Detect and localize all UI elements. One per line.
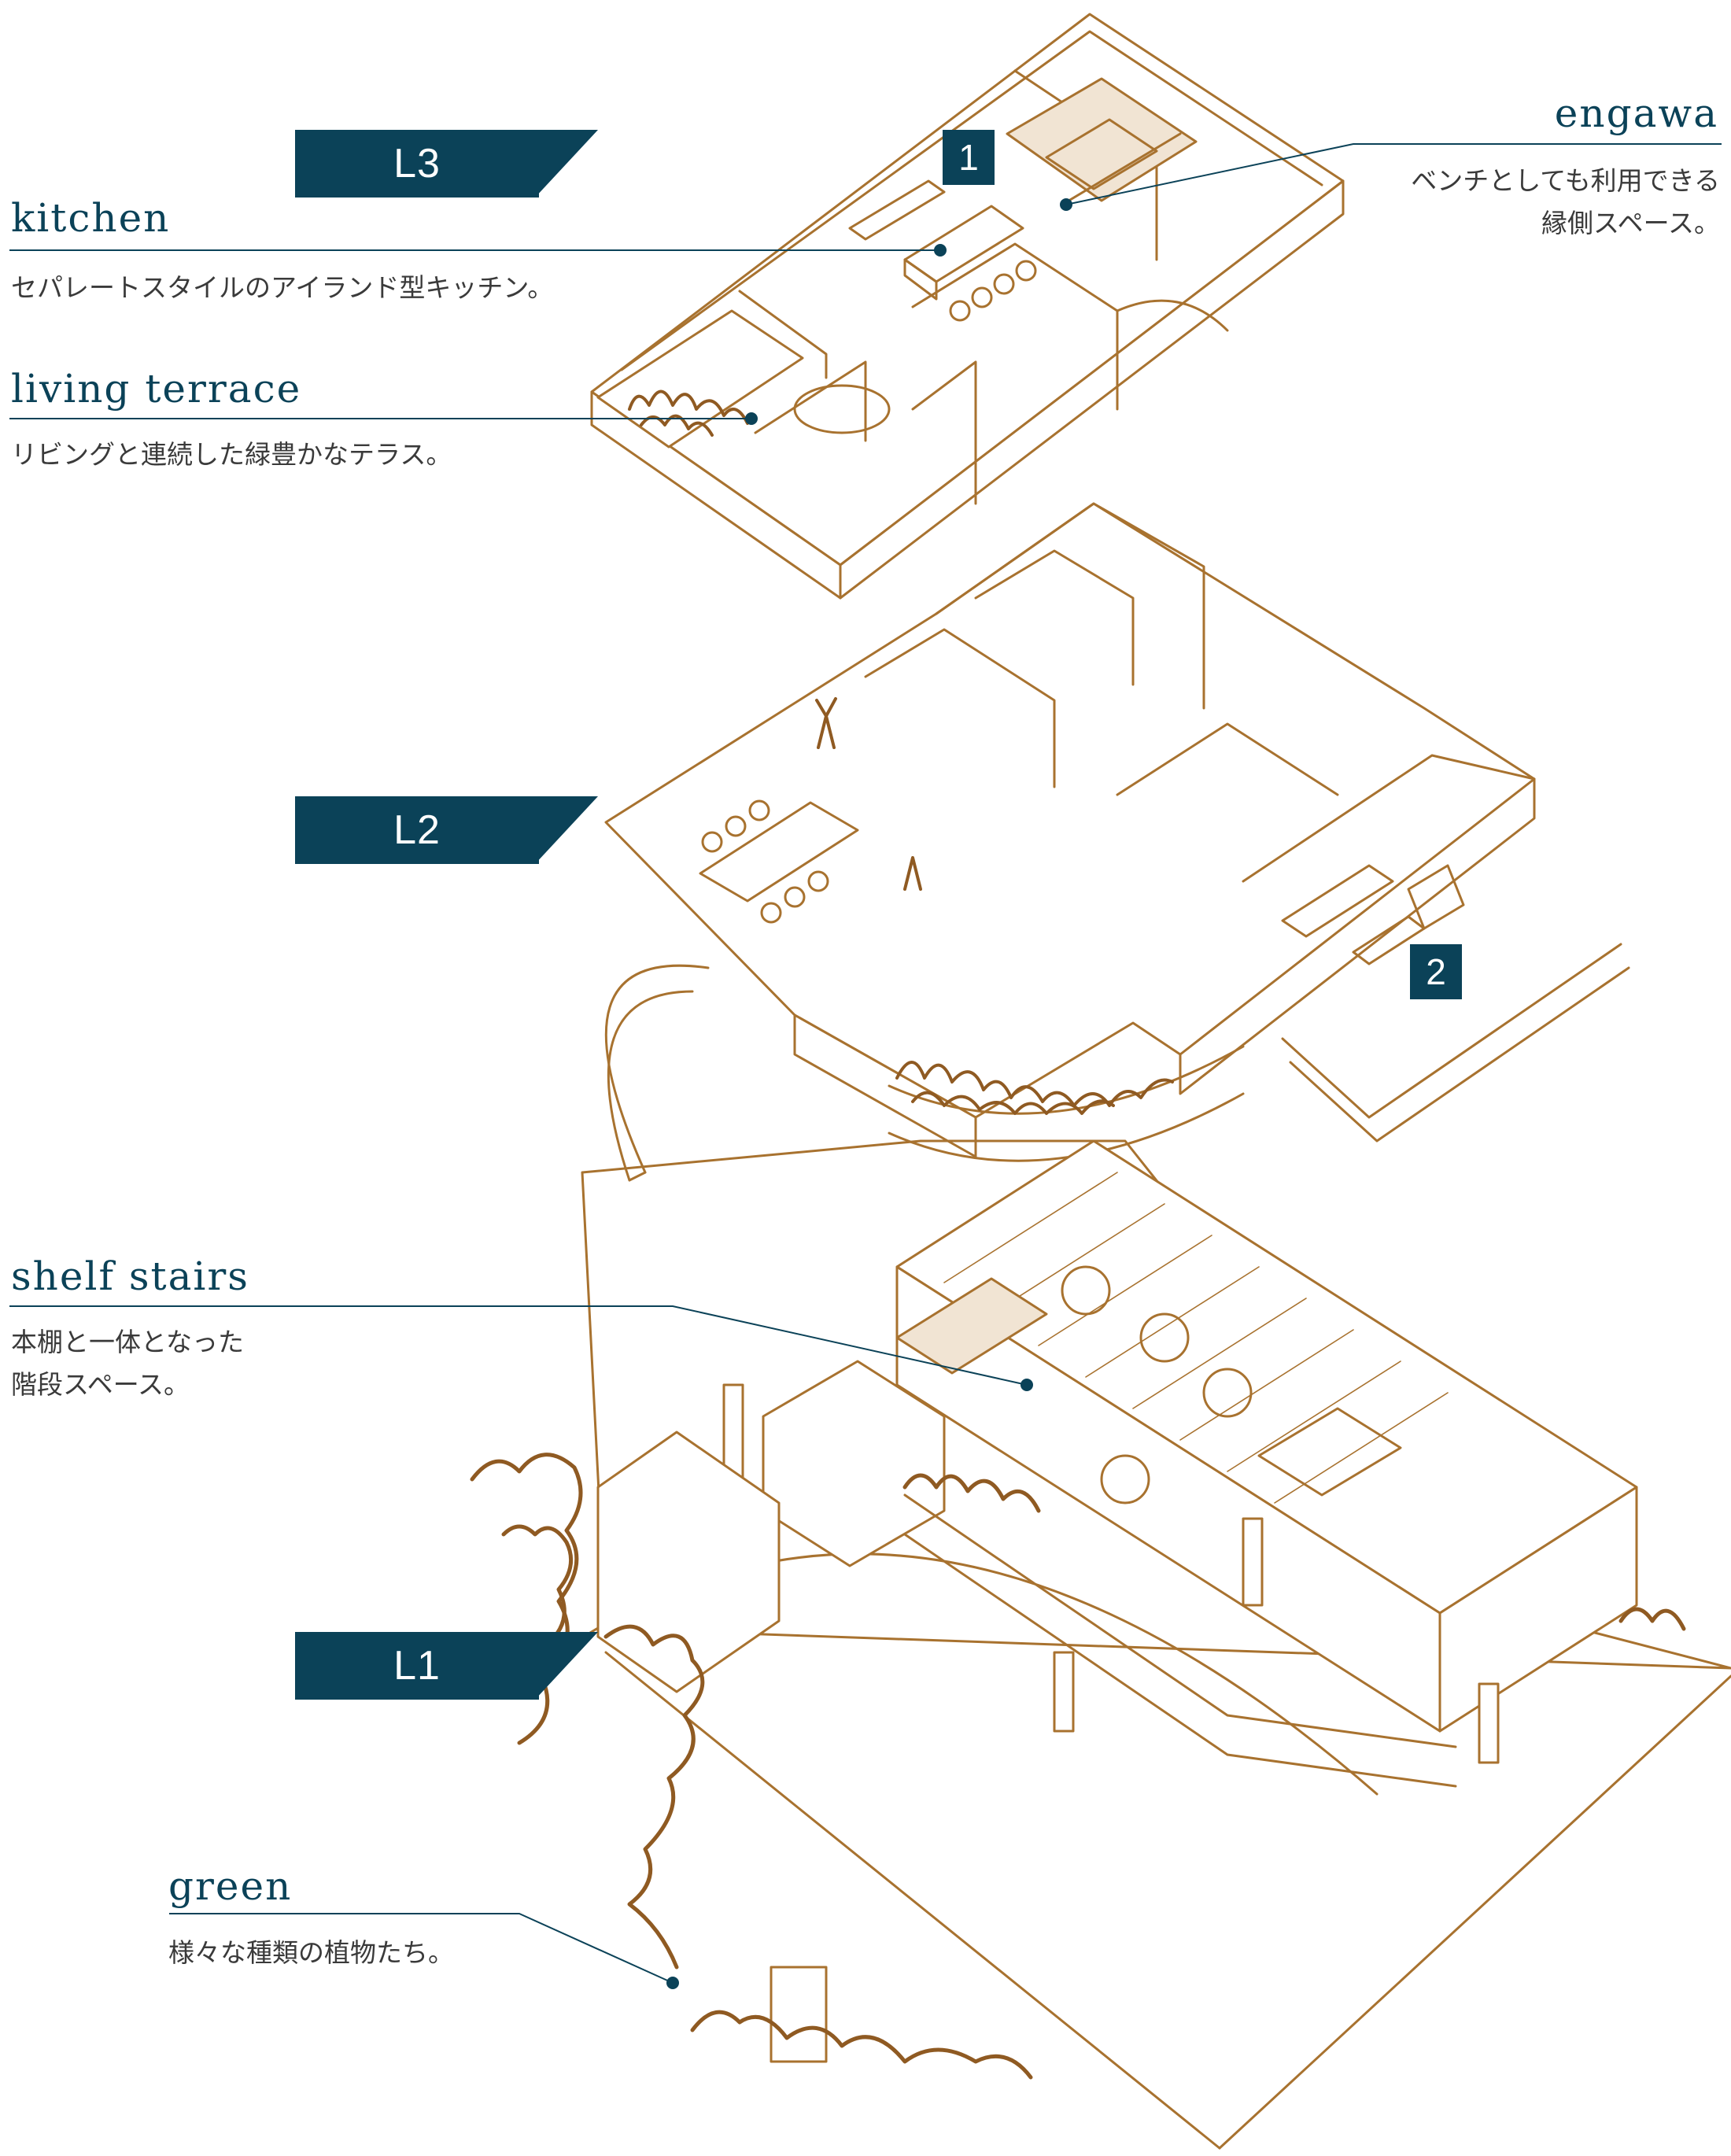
marker-2: 2 <box>1410 944 1462 999</box>
floor-l2-model <box>604 502 1630 1182</box>
floor-l1-model <box>470 1139 1731 2150</box>
marker-1: 1 <box>943 130 995 185</box>
floor-l3-model <box>590 13 1345 600</box>
